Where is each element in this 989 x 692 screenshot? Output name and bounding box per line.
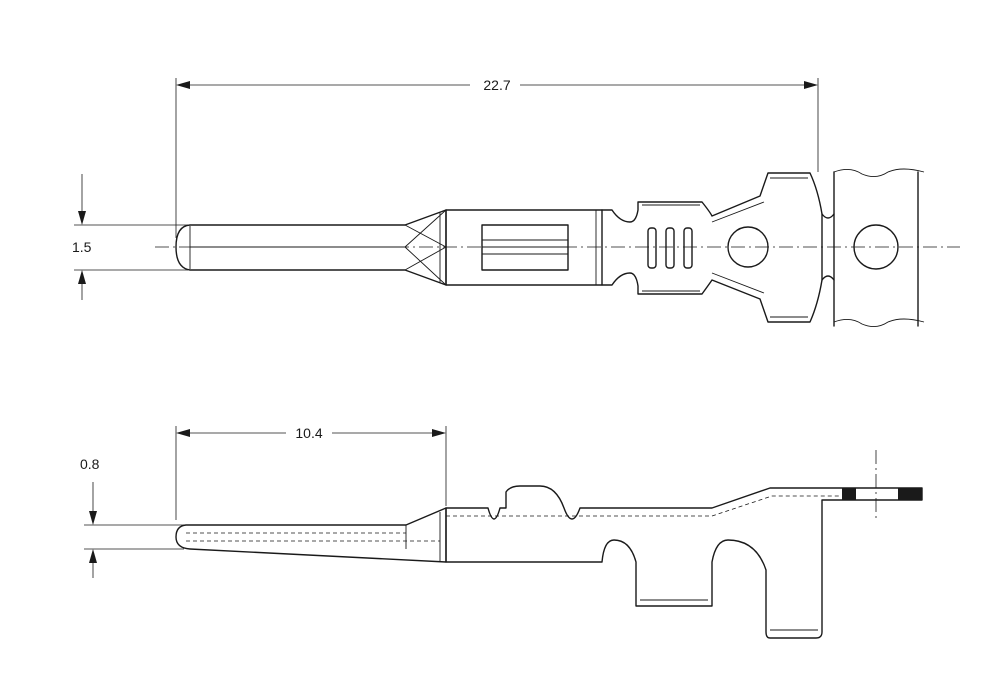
side-section-2 xyxy=(898,488,922,500)
top-pilot-hole xyxy=(853,224,899,270)
top-view xyxy=(155,168,960,327)
top-body xyxy=(445,209,603,286)
side-pin-outline xyxy=(175,507,447,563)
dim-overall-arrow-left xyxy=(176,81,190,89)
top-carrier-break-bottom xyxy=(833,318,925,327)
top-crimp-slot-1 xyxy=(647,227,657,269)
dim-overall-label: 22.7 xyxy=(483,77,510,93)
top-lance-window xyxy=(481,224,569,271)
dim-diameter-arrow-top xyxy=(78,211,86,225)
top-hole xyxy=(727,226,769,268)
dim-overall-arrow-right xyxy=(804,81,818,89)
dim-diameter-arrow-bottom xyxy=(78,270,86,284)
dim-thickness-arrow-top xyxy=(89,511,97,525)
side-section-1 xyxy=(842,488,856,500)
top-crimp-slot-3 xyxy=(683,227,693,269)
top-crimp-slot-2 xyxy=(665,227,675,269)
top-neck xyxy=(601,172,823,323)
dim-diameter-label: 1.5 xyxy=(72,239,92,255)
side-body-hidden xyxy=(446,495,840,517)
top-carrier-neck xyxy=(821,213,835,281)
side-view xyxy=(175,450,923,639)
side-body-outline xyxy=(445,485,923,639)
dim-pin-arrow-left xyxy=(176,429,190,437)
top-wing-slope xyxy=(711,201,765,294)
dim-thickness-label: 0.8 xyxy=(80,456,100,472)
dim-thickness-arrow-bottom xyxy=(89,549,97,563)
dimensions: 22.7 1.5 10.4 0.8 xyxy=(72,74,819,578)
top-carrier-break-top xyxy=(833,168,925,177)
top-pin-outline xyxy=(175,209,447,286)
top-carrier-strip xyxy=(833,171,919,327)
dim-pin-arrow-right xyxy=(432,429,446,437)
dim-pin-label: 10.4 xyxy=(295,425,322,441)
